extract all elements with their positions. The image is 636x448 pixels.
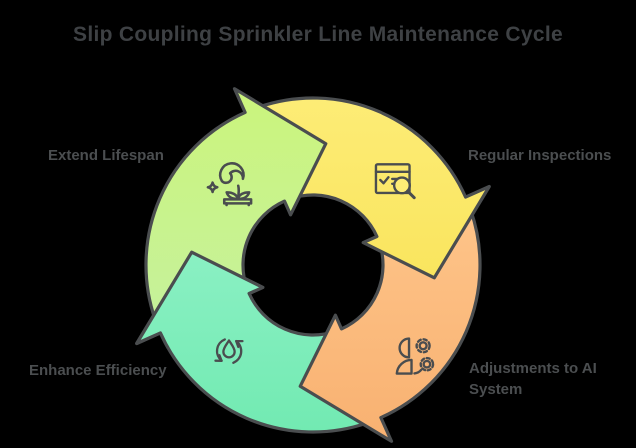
- label-regular-inspections: Regular Inspections: [468, 147, 612, 164]
- person-gears-icon: [395, 337, 435, 375]
- plant-growth-icon: [206, 162, 253, 207]
- water-drop: [222, 339, 236, 359]
- inspection-magnifier-icon: [374, 163, 416, 200]
- gear-icon: [418, 341, 428, 351]
- gear-icon: [422, 359, 432, 369]
- arrowhead: [214, 354, 223, 363]
- label-adjustments-ai: Adjustments to AI System: [469, 360, 597, 398]
- sparkle-icon: [206, 181, 219, 194]
- arrowhead: [235, 339, 244, 349]
- label-enhance-efficiency: Enhance Efficiency: [29, 362, 167, 379]
- cycle-arrows: [135, 87, 491, 443]
- label-extend-lifespan: Extend Lifespan: [48, 147, 164, 164]
- page-title: Slip Coupling Sprinkler Line Maintenance…: [73, 23, 563, 46]
- water-drop-refresh-icon: [214, 338, 244, 364]
- magnifier-lens: [392, 176, 411, 195]
